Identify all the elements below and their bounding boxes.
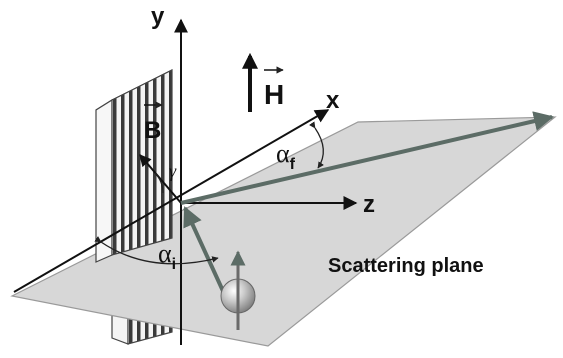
gamma-angle-arc — [154, 172, 164, 194]
x-axis-label: x — [326, 87, 340, 114]
scattering-plane — [10, 116, 557, 347]
y-axis-label: y — [151, 3, 165, 30]
z-axis-label: z — [363, 191, 375, 218]
alpha-f-label: αf — [276, 139, 296, 173]
b-field-vector — [139, 154, 182, 204]
polarized-neutron-sphere-icon — [220, 250, 256, 330]
gamma-label: γ — [169, 161, 177, 181]
alpha-f-symbol: α — [276, 139, 290, 168]
alpha-f-arc — [309, 121, 324, 169]
alpha-i-arc — [94, 236, 219, 265]
alpha-i-symbol: α — [158, 239, 172, 268]
alpha-i-subscript: i — [172, 256, 176, 273]
scattering-plane-label: Scattering plane — [328, 255, 484, 277]
reflected-beam — [180, 111, 554, 205]
alpha-f-subscript: f — [290, 156, 296, 173]
sample-film — [95, 69, 173, 263]
x-axis — [13, 109, 330, 293]
b-field-label: B — [144, 117, 161, 144]
alpha-i-label: αi — [158, 239, 176, 273]
h-field-label: H — [264, 79, 284, 110]
